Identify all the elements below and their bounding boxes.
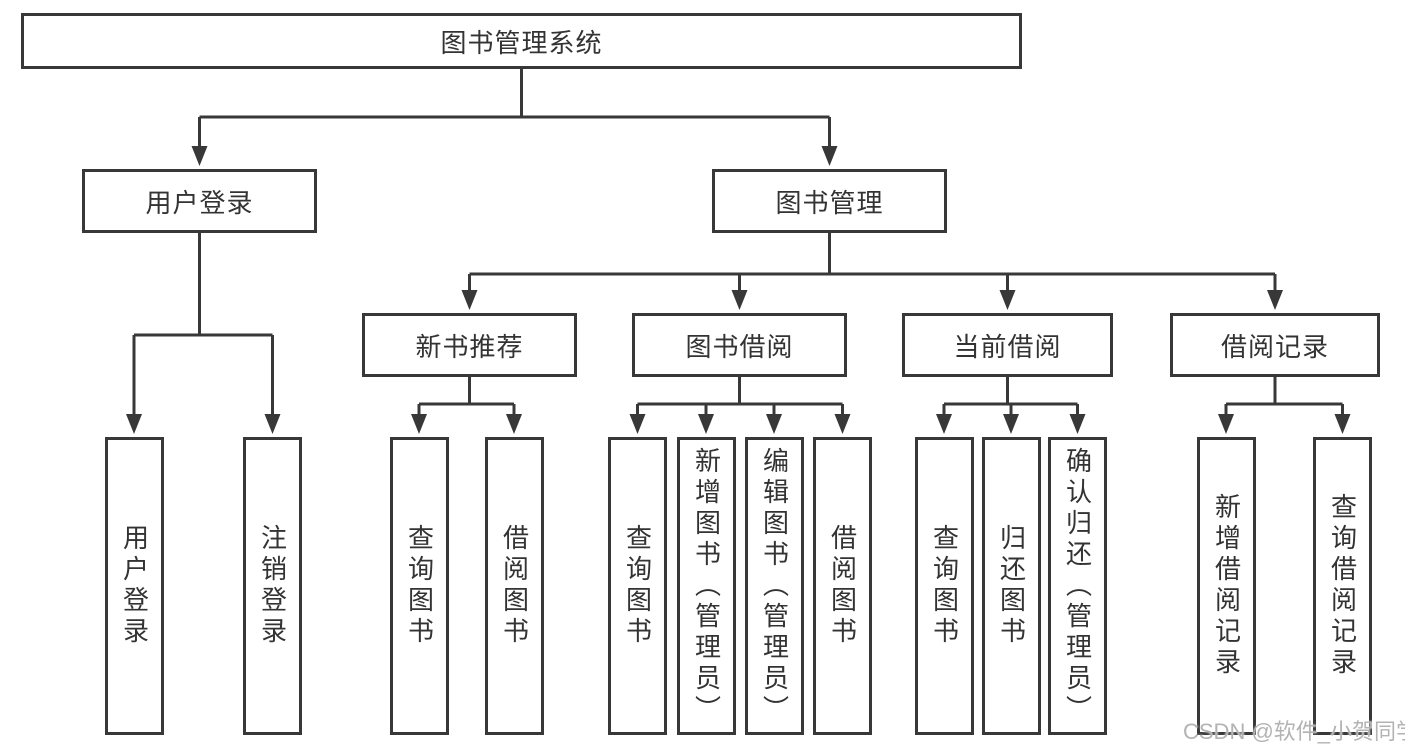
connector-bookmgmt-to-level3 [468,233,1277,296]
leaf-return-books-label: 归还图书 [996,524,1027,648]
leaf-borrow-books-label: 借阅图书 [827,524,858,648]
leaf-edit-books-admin: 编辑图书（管理员） [745,437,804,735]
leaf-confirm-return-admin-label: 确认归还（管理员） [1062,446,1093,726]
arrowhead [264,414,281,434]
leaf-borrow-books: 借阅图书 [813,437,872,735]
node-book-management-label: 图书管理 [775,187,884,218]
leaf-edit-books-admin-label: 编辑图书（管理员） [759,446,790,726]
node-current-borrow: 当前借阅 [902,313,1113,377]
connector-bookborrow-to-leaves [636,377,844,420]
leaf-borrow-books-recommend-label: 借阅图书 [499,524,530,648]
connector-currentborrow-to-leaves [942,377,1079,420]
leaf-query-books-recommend-label: 查询图书 [404,524,435,648]
node-current-borrow-label: 当前借阅 [953,331,1062,362]
leaf-query-borrow-record: 查询借阅记录 [1313,437,1372,735]
leaf-user-login: 用户登录 [105,437,164,735]
connector-newbook-to-leaves [417,377,516,420]
leaf-add-books-admin-label: 新增图书（管理员） [691,446,722,726]
connector-borrowrecord-to-leaves [1224,377,1344,420]
arrowhead [834,414,851,434]
node-new-book-recommend-label: 新书推荐 [415,331,524,362]
arrowhead [698,414,714,434]
node-borrow-records: 借阅记录 [1170,313,1380,377]
leaf-add-borrow-record-label: 新增借阅记录 [1211,493,1242,679]
leaf-user-login-label: 用户登录 [119,524,150,648]
leaf-borrow-books-recommend: 借阅图书 [485,437,544,735]
node-user-login-label: 用户登录 [145,187,254,218]
arrowhead [461,290,478,310]
csdn-watermark: CSDN @软件_小贺同学 [1183,719,1405,744]
arrowhead [766,414,782,434]
leaf-query-books-current: 查询图书 [915,437,974,735]
node-book-borrow-label: 图书借阅 [685,331,794,362]
connector-root-to-level2 [198,69,831,152]
arrowhead [1267,290,1283,310]
arrowhead [1334,414,1351,434]
arrowhead [999,290,1016,310]
node-book-management: 图书管理 [712,169,947,233]
node-new-book-recommend: 新书推荐 [362,313,577,377]
leaf-add-borrow-record: 新增借阅记录 [1197,437,1256,735]
node-book-borrow: 图书借阅 [632,313,847,377]
node-root-label: 图书管理系统 [440,27,603,58]
connector-userlogin-to-leaves [132,233,274,420]
arrowhead [1069,414,1086,434]
leaf-logout: 注销登录 [243,437,302,735]
arrowhead [821,146,838,166]
leaf-query-borrow-record-label: 查询借阅记录 [1327,493,1358,679]
leaf-query-books-borrow-label: 查询图书 [622,524,653,648]
arrowhead [411,414,427,434]
arrowhead [1218,414,1234,434]
node-root: 图书管理系统 [21,13,1022,69]
leaf-query-books-recommend: 查询图书 [390,437,449,735]
arrowhead [126,414,142,434]
leaf-add-books-admin: 新增图书（管理员） [677,437,736,735]
arrowhead [936,414,952,434]
leaf-logout-label: 注销登录 [257,524,288,648]
arrowhead [506,414,522,434]
arrowhead [731,290,748,310]
leaf-query-books-borrow: 查询图书 [608,437,667,735]
node-user-login: 用户登录 [82,169,317,233]
arrowhead [1003,414,1019,434]
node-borrow-records-label: 借阅记录 [1220,331,1329,362]
arrowhead [629,414,646,434]
leaf-return-books: 归还图书 [982,437,1041,735]
leaf-query-books-current-label: 查询图书 [929,524,960,648]
arrowhead [191,146,208,166]
leaf-confirm-return-admin: 确认归还（管理员） [1048,437,1107,735]
